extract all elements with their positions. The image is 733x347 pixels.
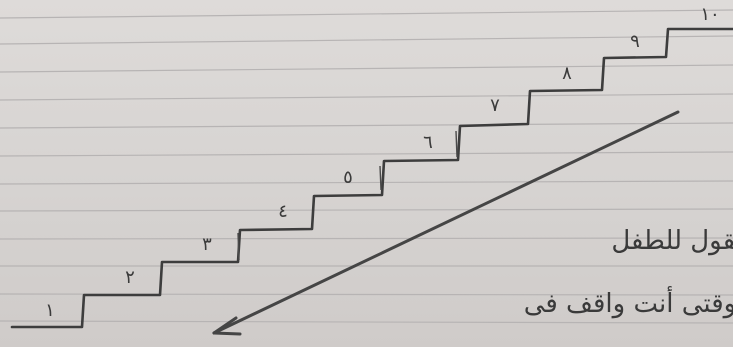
step-number-4: ٤ <box>278 203 288 221</box>
step-number-5: ٥ <box>343 169 353 187</box>
step-number-10: ١٠ <box>700 6 719 24</box>
step-number-7: ٧ <box>490 97 500 115</box>
note-line-1: نقول للطفل <box>611 228 733 254</box>
step-number-1: ١ <box>45 302 55 320</box>
step-number-2: ٢ <box>125 269 135 287</box>
staircase-drawing <box>12 29 733 327</box>
note-line-2: لوقتى أنت واقف فى <box>524 291 733 317</box>
step-number-3: ٣ <box>202 236 212 254</box>
step-number-9: ٩ <box>630 33 640 51</box>
step-number-6: ٦ <box>423 134 433 152</box>
step-number-8: ٨ <box>562 65 572 83</box>
